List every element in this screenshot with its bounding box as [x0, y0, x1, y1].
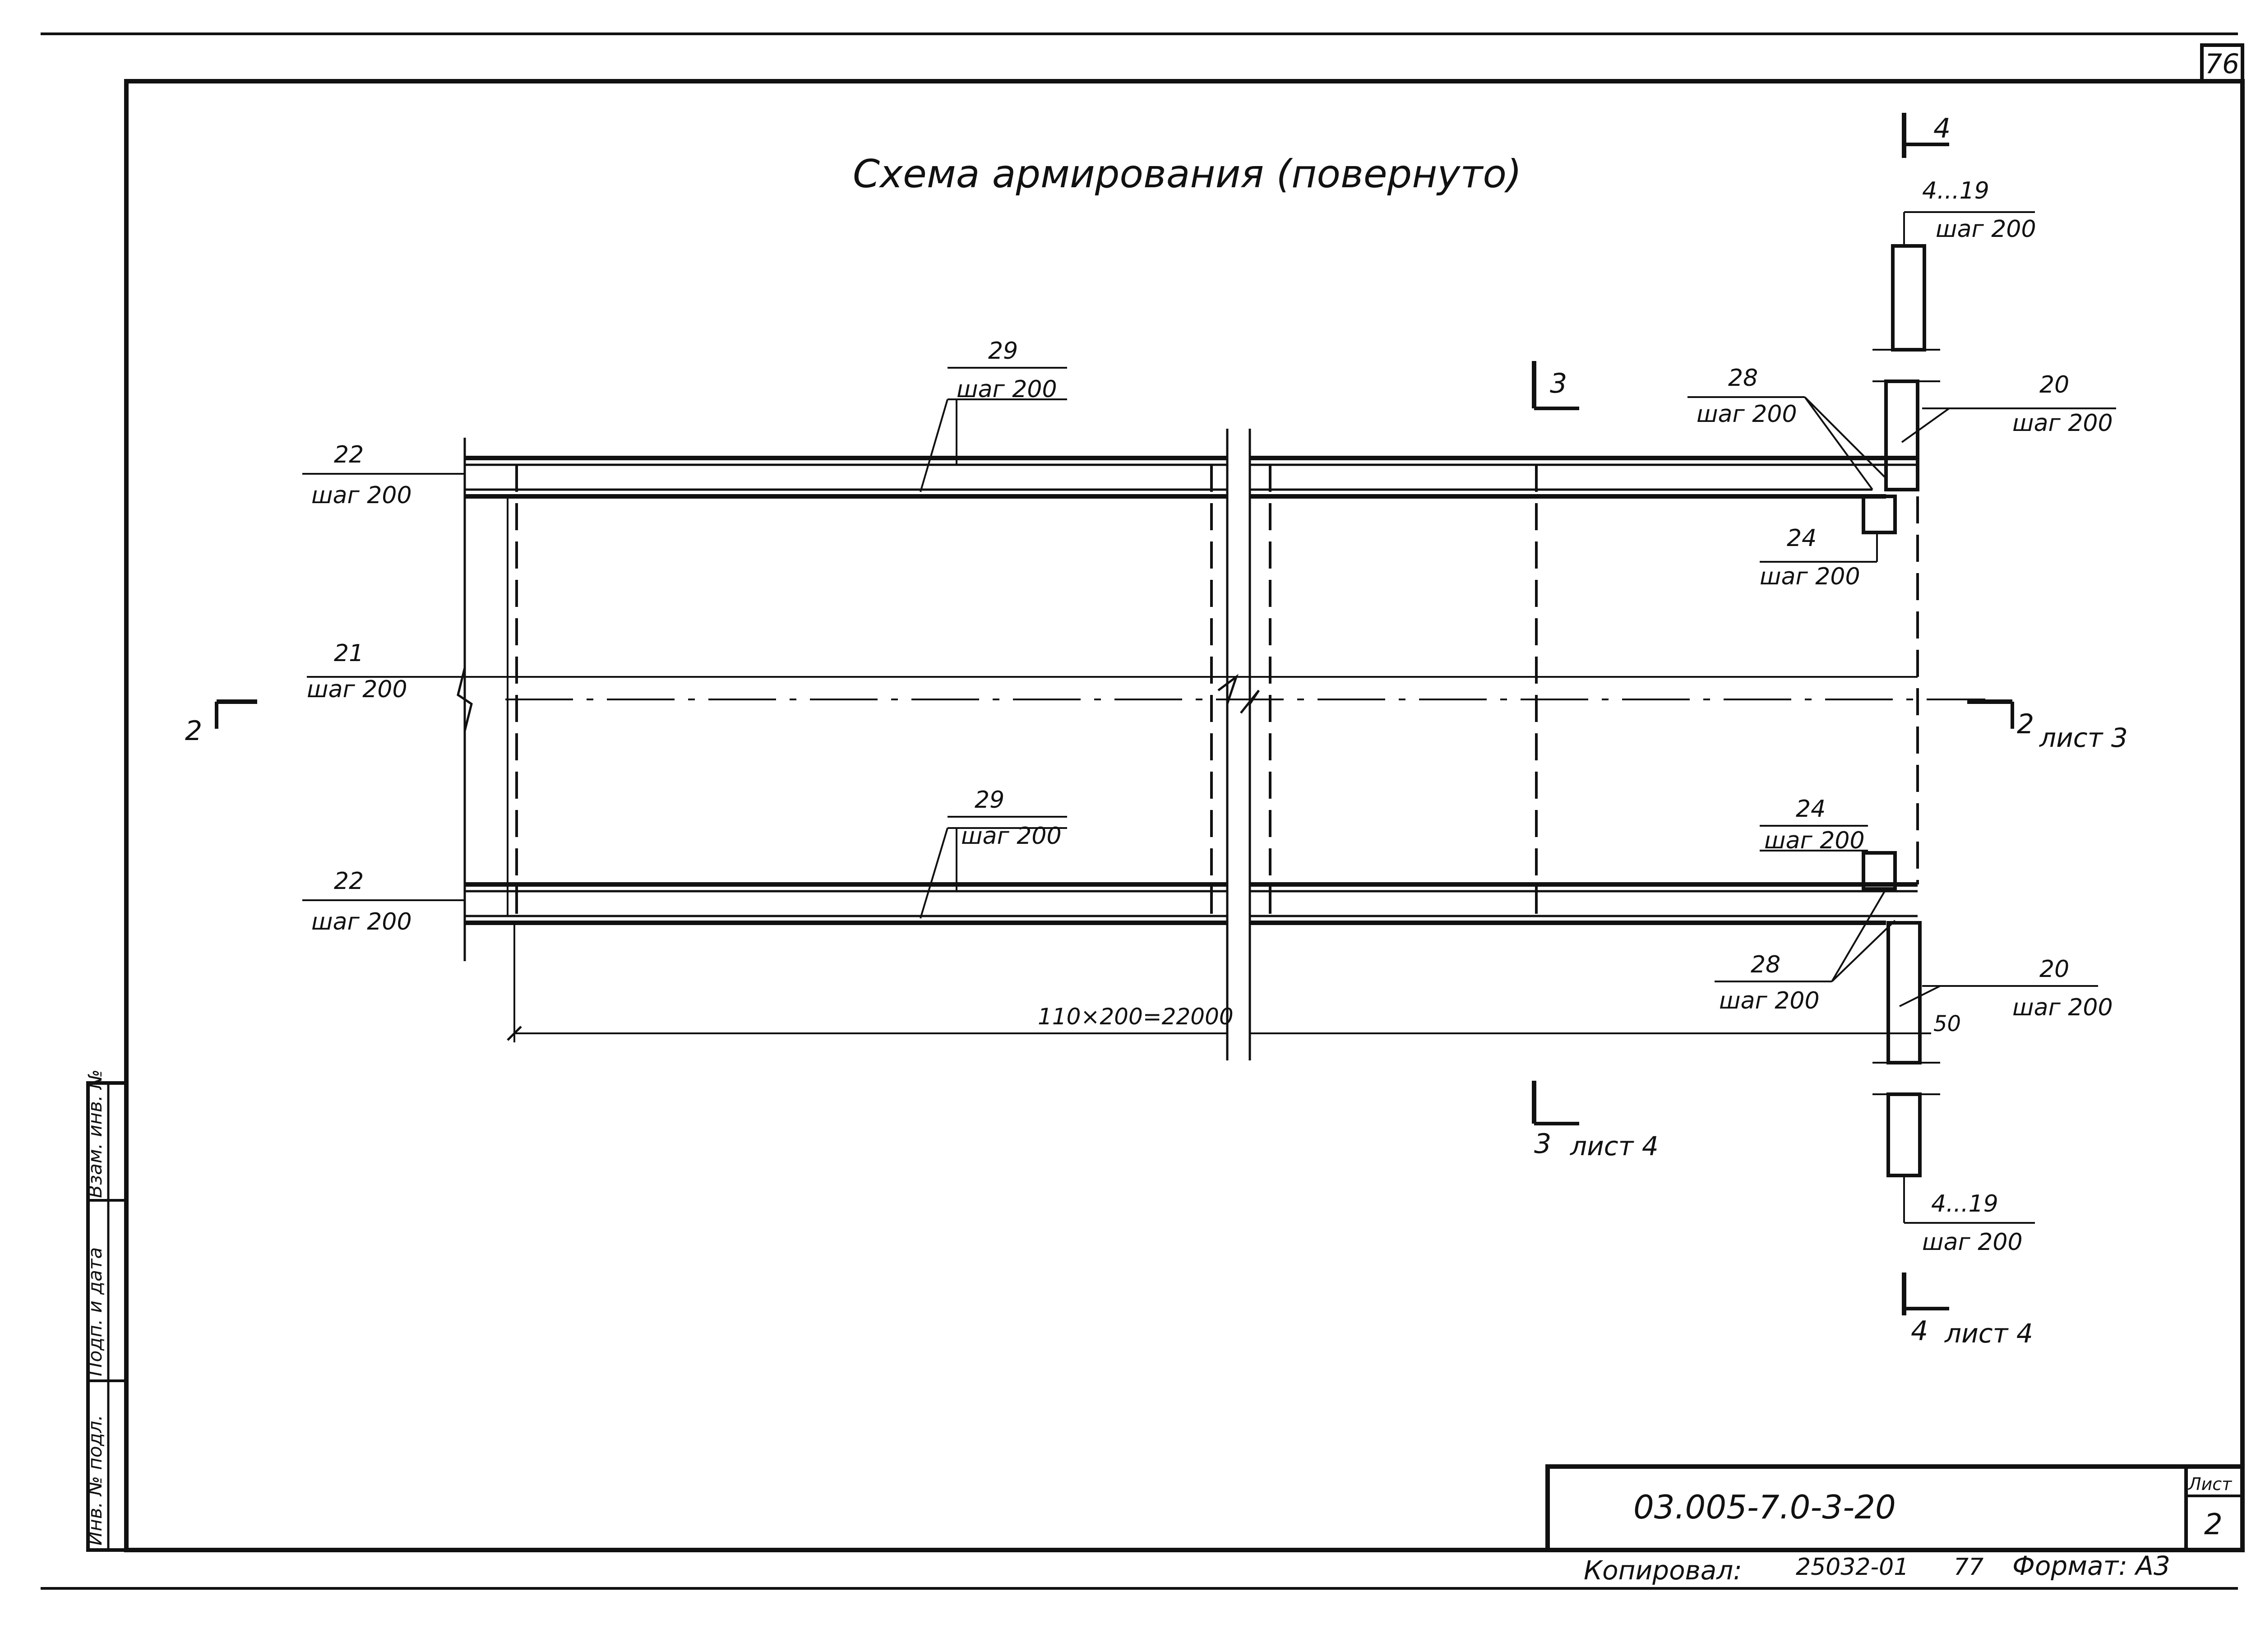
section-3-bottom-num: 3 — [1534, 1128, 1551, 1160]
label-num: 4...19 — [1922, 177, 1989, 204]
section-4-bottom-num: 4 — [1911, 1315, 1928, 1347]
offset-dimension-text: 50 — [1933, 1011, 1961, 1037]
side-stamp: Взам. инв. № Подп. и дата Инв. № подл. — [84, 1069, 128, 1552]
stamp-sheet-label: Лист — [2187, 1474, 2233, 1494]
stamp-sheet-value: 2 — [2204, 1508, 2223, 1541]
section-2-left-num: 2 — [185, 715, 202, 747]
label-num: 24 — [1787, 525, 1817, 552]
label-num: 28 — [1751, 951, 1780, 978]
section-2-right-ref: лист 3 — [2039, 722, 2128, 753]
label-num: 28 — [1728, 365, 1758, 392]
footer-num: 77 — [1954, 1554, 1983, 1581]
top-slab-strip — [465, 456, 1918, 499]
label-24-bottom: 24 шаг 200 — [1760, 796, 1868, 854]
label-step: шаг 200 — [2012, 410, 2113, 437]
label-num: 29 — [975, 787, 1004, 814]
podp-data-label: Подп. и дата — [84, 1247, 106, 1376]
label-num: 22 — [334, 868, 364, 895]
label-step: шаг 200 — [957, 376, 1057, 403]
vzam-inv-label: Взам. инв. № — [84, 1069, 106, 1198]
total-dimension-text: 110×200=22000 — [1038, 1004, 1234, 1030]
label-step: шаг 200 — [1764, 827, 1865, 854]
label-step: шаг 200 — [311, 482, 412, 509]
section-3-top: 3 — [1532, 361, 1579, 410]
section-3-bottom-ref: лист 4 — [1570, 1131, 1659, 1161]
label-step: шаг 200 — [1697, 401, 1797, 428]
stamp-code: 03.005-7.0-3-20 — [1633, 1488, 1896, 1526]
label-step: шаг 200 — [1760, 563, 1860, 590]
section-4-top: 4 — [1902, 113, 1951, 158]
label-step: шаг 200 — [961, 823, 1062, 850]
label-step: шаг 200 — [1719, 987, 1820, 1014]
label-4-19-bottom: 4...19 шаг 200 — [1922, 1190, 2023, 1256]
total-dimension: 110×200=22000 — [507, 921, 1931, 1042]
section-2-left: 2 — [185, 699, 257, 747]
footer-order: 25032-01 — [1796, 1554, 1909, 1581]
title-block: 03.005-7.0-3-20 Лист 2 — [1545, 1464, 2245, 1552]
drawing-title: Схема армирования (повернуто) — [853, 152, 1522, 197]
label-num: 4...19 — [1931, 1190, 1998, 1217]
footer-copied-by: Копировал: — [1584, 1555, 1742, 1586]
label-24-top: 24 шаг 200 — [1760, 525, 1860, 590]
label-step: шаг 200 — [2012, 994, 2113, 1021]
label-29-top: 29 шаг 200 — [948, 338, 1067, 403]
wall-sections — [1862, 244, 1940, 1177]
label-num: 21 — [334, 640, 364, 667]
label-28-top: 28 шаг 200 — [1697, 365, 1797, 428]
label-step: шаг 200 — [307, 676, 407, 703]
label-num: 22 — [334, 441, 364, 468]
section-4-top-num: 4 — [1933, 113, 1951, 144]
label-step: шаг 200 — [311, 908, 412, 935]
label-22-top: 22 шаг 200 — [302, 441, 420, 509]
section-4-bottom-ref: лист 4 — [1944, 1318, 2033, 1349]
footer-format: Формат: А3 — [2012, 1550, 2170, 1581]
leader-lines — [302, 211, 2116, 1224]
drawing-frame: 76 — [124, 43, 2245, 1552]
break-lines — [457, 429, 1260, 1060]
footer: Копировал: 25032-01 77 Формат: А3 — [1584, 1550, 2170, 1586]
section-3-top-num: 3 — [1550, 368, 1567, 399]
label-4-19-top: 4...19 шаг 200 — [1922, 177, 2036, 243]
label-28-bottom: 28 шаг 200 — [1719, 951, 1820, 1014]
label-num: 24 — [1796, 796, 1826, 823]
section-2-right: 2 лист 3 — [1967, 699, 2128, 753]
top-sheet-number: 76 — [2205, 48, 2239, 80]
label-29-bottom: 29 шаг 200 — [948, 787, 1067, 850]
label-step: шаг 200 — [1936, 216, 2036, 243]
label-22-bottom: 22 шаг 200 — [311, 868, 412, 935]
label-num: 20 — [2039, 371, 2069, 398]
bottom-slab-strip — [465, 882, 1918, 925]
label-num: 29 — [988, 338, 1018, 365]
label-20-bottom: 20 шаг 200 — [2012, 956, 2113, 1021]
inv-podl-label: Инв. № подл. — [84, 1415, 106, 1546]
distribution-bars — [507, 465, 1919, 916]
section-4-bottom: 4 лист 4 — [1902, 1273, 2033, 1349]
label-num: 20 — [2039, 956, 2069, 983]
section-2-right-num: 2 — [2017, 708, 2034, 740]
label-21: 21 шаг 200 — [307, 640, 407, 703]
label-step: шаг 200 — [1922, 1229, 2023, 1256]
label-20-top: 20 шаг 200 — [2012, 371, 2113, 437]
section-3-bottom: 3 лист 4 — [1532, 1081, 1659, 1161]
